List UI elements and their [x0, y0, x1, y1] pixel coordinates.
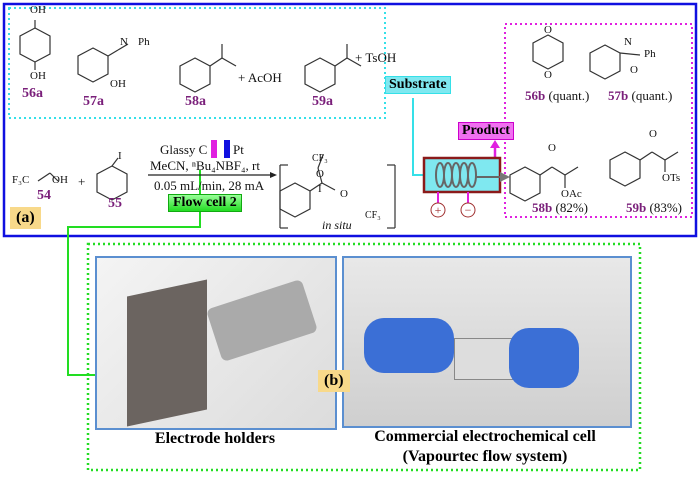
- compound-57a: 57a: [83, 94, 104, 109]
- compound-59b: 59b: [626, 200, 647, 215]
- additive-acoh: + AcOH: [238, 70, 282, 85]
- holder-plate: [205, 278, 319, 363]
- electrode-pt: Pt: [233, 142, 244, 157]
- atom-label: N: [624, 36, 632, 48]
- yield-58b: (82%): [555, 200, 588, 215]
- panel-b-frame: [86, 242, 642, 472]
- compound-58a: 58a: [185, 94, 206, 109]
- in-situ-label: in situ: [322, 218, 352, 232]
- yield-56b: (quant.): [548, 88, 590, 103]
- additive-tsoh: + TsOH: [355, 50, 397, 65]
- electrode-holders-caption: Electrode holders: [154, 430, 276, 447]
- cell-caption-line1: Commercial electrochemical cell: [374, 428, 596, 445]
- compound-55: 55: [108, 196, 122, 211]
- cell-caption-line2: (Vapourtec flow system): [402, 448, 568, 465]
- atom-label: OTs: [662, 172, 681, 184]
- gloved-hand-right: [509, 328, 579, 388]
- yield-57b: (quant.): [631, 88, 673, 103]
- gloved-hand-left: [364, 318, 454, 373]
- substrate-line: [412, 98, 425, 176]
- reagent-54-cf3: F₃C: [12, 174, 30, 186]
- electrode-glassy-c: Glassy C: [160, 142, 208, 157]
- panel-b-label: (b): [318, 370, 350, 392]
- coil-icon: [435, 162, 500, 188]
- compound-56a: 56a: [22, 86, 43, 101]
- atom-label: O: [544, 69, 552, 81]
- platinum-electrode-icon: [224, 140, 230, 158]
- atom-label: O: [630, 64, 638, 76]
- substrate-tag: Substrate: [385, 76, 451, 94]
- anode-sign: +: [435, 203, 442, 217]
- flow-cell-device: [454, 338, 516, 380]
- atom-label: I: [318, 183, 322, 195]
- atom-label: CF₃: [312, 153, 328, 164]
- panel-a-label: (a): [10, 207, 41, 229]
- compound-57b: 57b: [608, 88, 629, 103]
- cathode-sign: −: [465, 203, 472, 217]
- iodine-label: I: [118, 150, 122, 162]
- atom-label: Ph: [644, 48, 656, 60]
- yield-59b: (83%): [649, 200, 682, 215]
- product-tag: Product: [458, 122, 514, 140]
- glassy-carbon-electrode-icon: [211, 140, 217, 158]
- atom-label: O: [340, 188, 348, 200]
- reagent-54-oh: OH: [52, 174, 68, 186]
- compound-54: 54: [37, 188, 51, 203]
- molecule-structures: [19, 20, 679, 229]
- atom-label: OH: [30, 70, 46, 82]
- atom-label: O: [544, 24, 552, 36]
- compound-59a: 59a: [312, 94, 333, 109]
- atom-label: OH: [30, 4, 46, 16]
- atom-label: N: [120, 36, 128, 48]
- vapourtec-photo: [342, 256, 632, 428]
- atom-label: O: [548, 142, 556, 154]
- compound-58b: 58b: [532, 200, 553, 215]
- atom-label: O: [316, 168, 324, 180]
- holder-block: [127, 279, 207, 427]
- conditions-flow: 0.05 mL/min, 28 mA: [154, 178, 265, 193]
- electrode-holders-photo: [95, 256, 337, 430]
- atom-label: OAc: [561, 188, 582, 200]
- atom-label: OH: [110, 78, 126, 90]
- panel-a-frame: [2, 2, 698, 238]
- compound-56b: 56b: [525, 88, 546, 103]
- atom-label: O: [649, 128, 657, 140]
- conditions-solvent: MeCN, ⁿBu₄NBF₄, rt: [150, 158, 260, 173]
- flow-cell-2-tag: Flow cell 2: [168, 194, 242, 212]
- plus-sign: +: [78, 174, 86, 189]
- substrate-box: [8, 7, 386, 119]
- atom-label: Ph: [138, 36, 150, 48]
- atom-label: CF₃: [365, 210, 381, 221]
